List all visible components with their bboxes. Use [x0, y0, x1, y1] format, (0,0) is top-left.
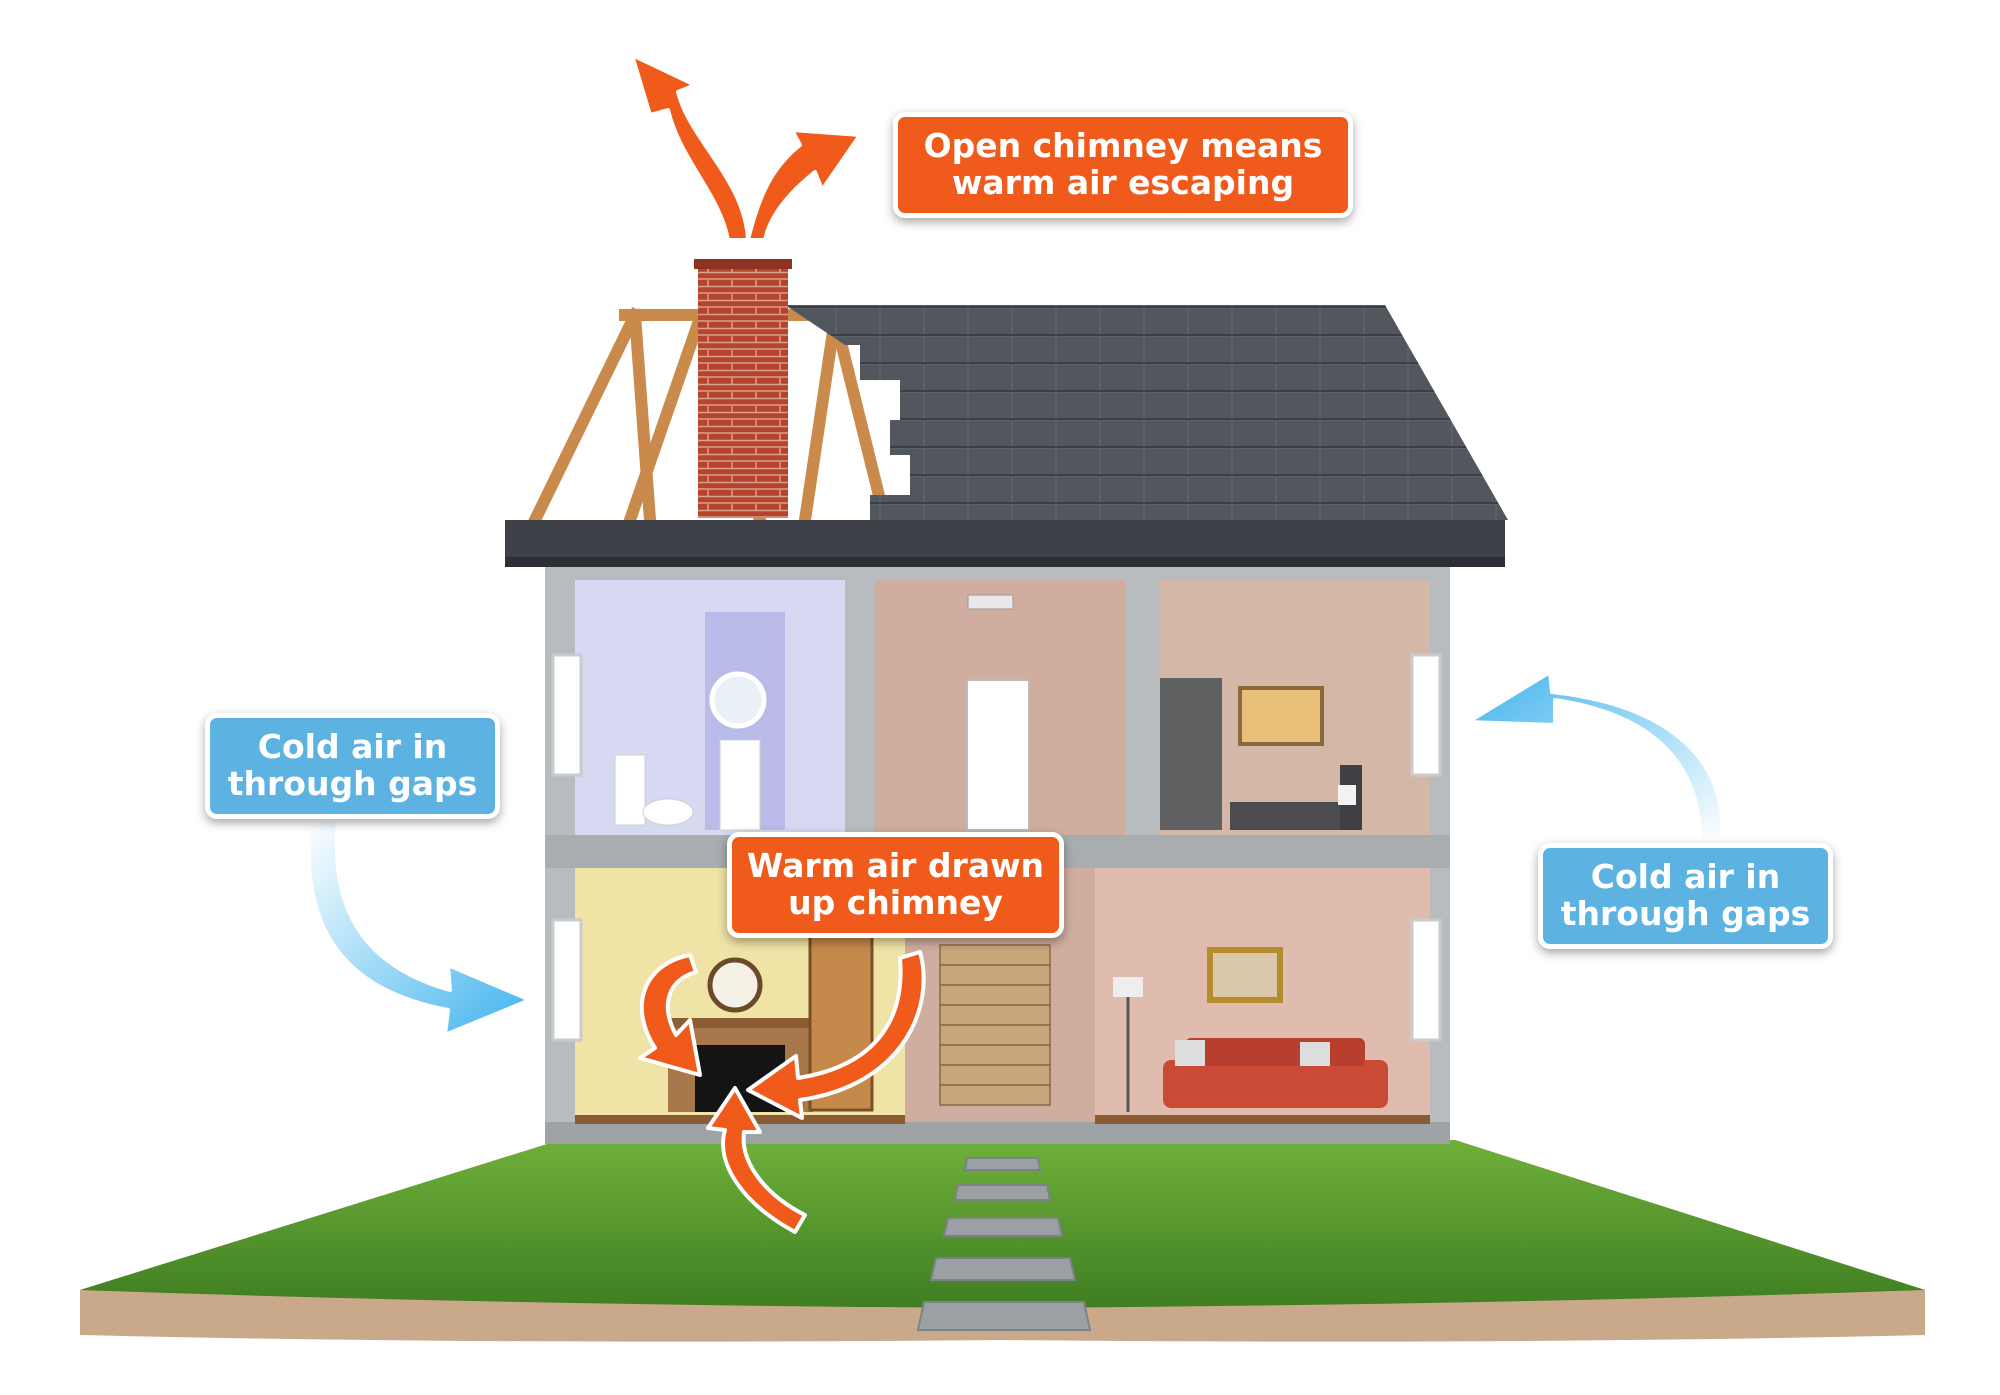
- hallway-fixtures: [939, 594, 1051, 1106]
- callout-line: through gaps: [227, 764, 478, 803]
- stepping-stone-path: [916, 1157, 1092, 1331]
- cold-air-right-callout: Cold air in through gaps: [1538, 843, 1833, 949]
- callout-line: Open chimney means: [923, 126, 1323, 166]
- callout-line: up chimney: [788, 883, 1003, 922]
- bedroom-furniture: [1160, 678, 1362, 830]
- side-windows: [551, 653, 1442, 1042]
- sitting-room-furniture: [1113, 947, 1388, 1112]
- cold-air-left-callout: Cold air in through gaps: [205, 713, 500, 819]
- roof: [505, 259, 1508, 567]
- warm-air-drawn-arrows: [638, 950, 926, 1234]
- warm-air-escaping-arrows: [630, 53, 862, 242]
- wall-clock-icon: [707, 957, 763, 1013]
- chimney-stack: [698, 263, 788, 518]
- callout-line: warm air escaping: [951, 163, 1295, 202]
- callout-line: Cold air in: [257, 727, 448, 767]
- warm-air-drawn-callout: Warm air drawn up chimney: [727, 832, 1064, 938]
- cold-air-left-arrow: [306, 818, 532, 1037]
- cold-air-right-arrow: [1466, 670, 1725, 842]
- callout-line: Cold air in: [1590, 857, 1781, 897]
- callout-line: through gaps: [1560, 894, 1811, 933]
- bathroom-fixtures: [614, 612, 785, 831]
- chimney-escape-callout: Open chimney means warm air escaping: [893, 112, 1353, 218]
- callout-line: Warm air drawn: [746, 846, 1045, 886]
